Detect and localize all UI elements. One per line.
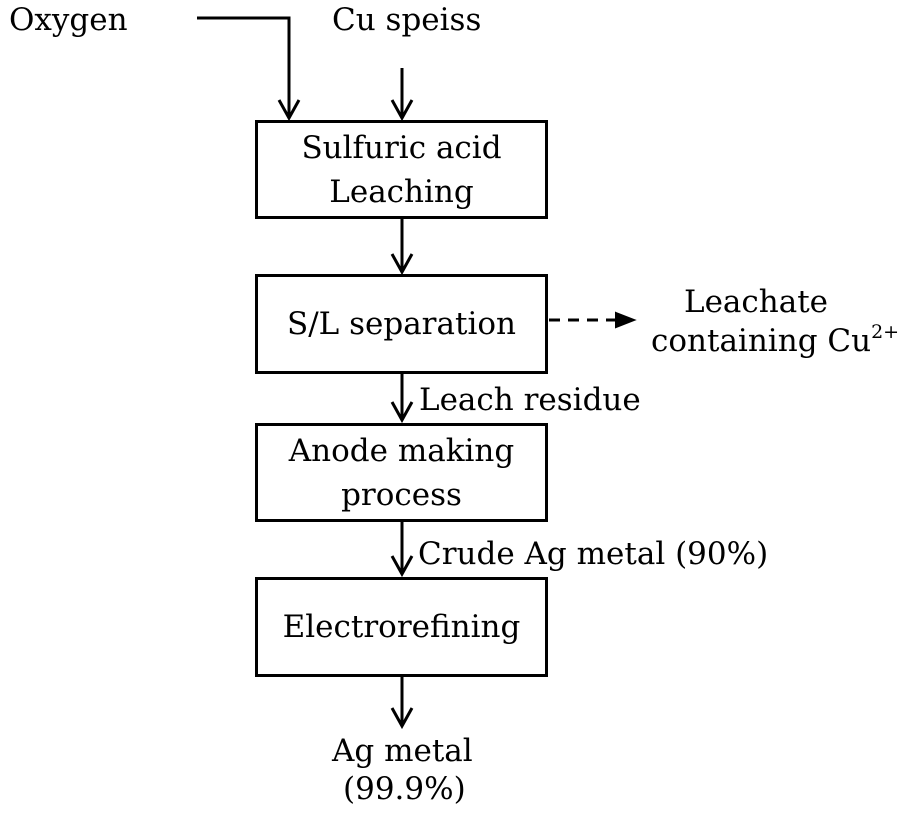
cu-speiss-label: Cu speiss (332, 2, 482, 38)
leachate-label-line2: containing Cu2+ (651, 321, 899, 360)
oxygen-feed-line (197, 16, 291, 116)
leaching-box: Sulfuric acid Leaching (255, 120, 548, 219)
electrorefining-label: Electrorefining (282, 609, 521, 645)
flow-connectors (197, 16, 637, 730)
leachate-label-text: containing Cu (651, 323, 872, 359)
leachate-label-line1: Leachate (684, 284, 829, 320)
copper-ion-charge: 2+ (871, 321, 899, 343)
oxygen-arrowhead (277, 99, 301, 122)
leaching-line2: Leaching (329, 173, 474, 210)
product-line1: Ag metal (332, 733, 473, 769)
anode-line1: Anode making (288, 432, 515, 469)
electrorefining-box: Electrorefining (255, 577, 548, 677)
leach-residue-label: Leach residue (419, 382, 641, 418)
oxygen-label: Oxygen (9, 2, 128, 38)
anode-line2: process (341, 476, 462, 513)
separation-box: S/L separation (255, 274, 548, 374)
separation-label: S/L separation (286, 306, 516, 342)
anode-box: Anode making process (255, 423, 548, 522)
leaching-line1: Sulfuric acid (301, 129, 502, 166)
leachate-arrowhead (615, 311, 637, 329)
crude-ag-label: Crude Ag metal (90%) (418, 536, 769, 572)
product-line2: (99.9%) (343, 771, 466, 807)
